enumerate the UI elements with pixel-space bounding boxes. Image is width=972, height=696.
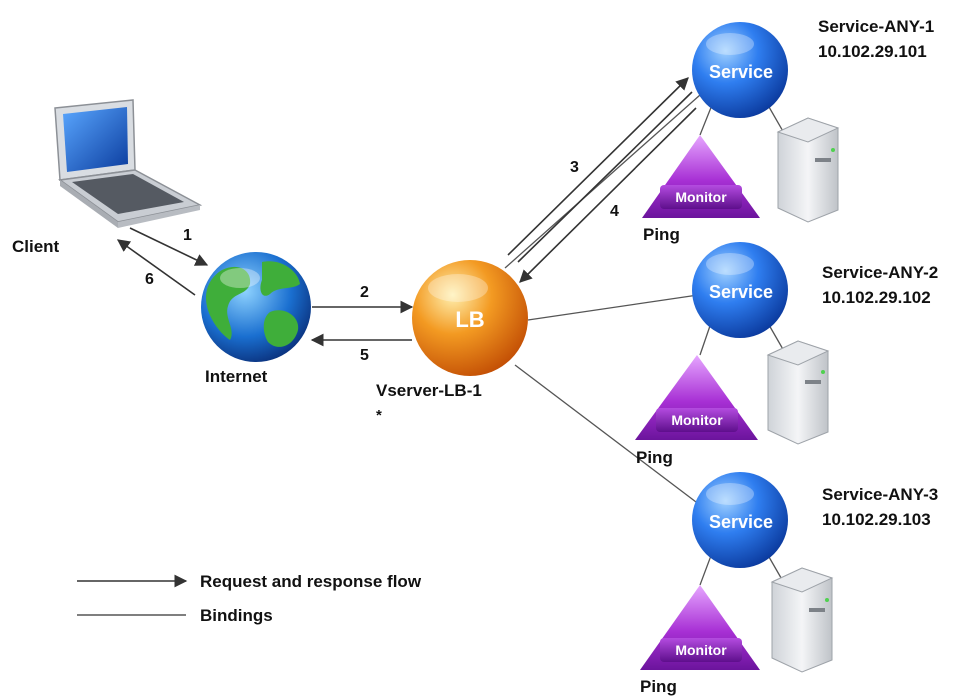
lb-text: LB [455,307,484,332]
legend-bindings-label: Bindings [200,606,273,625]
flow-arrow-1 [129,227,209,266]
monitor-2-label: Monitor [671,412,723,428]
service-1-ip: 10.102.29.101 [818,42,927,61]
internet-globe-icon [201,252,311,362]
server-2-icon [766,340,830,445]
monitor-3-label: Monitor [675,642,727,658]
lb-name: Vserver-LB-1 [376,381,482,400]
ping-1-label: Ping [643,225,680,244]
service-1-sphere [692,22,788,118]
flow-step-1: 1 [183,227,192,244]
legend-flow-label: Request and response flow [200,572,422,591]
service-1-text: Service [709,62,773,82]
client-laptop-icon [54,99,203,228]
lb-sphere [412,260,528,376]
binding-lb-service-1 [504,94,701,269]
server-1-icon [776,117,840,223]
monitor-1-label: Monitor [675,189,727,205]
client-label: Client [12,237,60,256]
service-2-sphere [692,242,788,338]
service-1-name: Service-ANY-1 [818,17,934,36]
lb-note: * [376,407,382,424]
service-2-text: Service [709,282,773,302]
flow-step-5: 5 [360,347,369,364]
flow-step-6: 6 [145,271,154,288]
flow-step-2: 2 [360,284,369,301]
flow-arrows [116,77,697,347]
ping-3-label: Ping [640,677,677,696]
lb-node: LB [412,260,528,376]
service-3-sphere [692,472,788,568]
service-3-name: Service-ANY-3 [822,485,938,504]
flow-step-3: 3 [570,159,579,176]
service-3-text: Service [709,512,773,532]
service-2-name: Service-ANY-2 [822,263,938,282]
binding-lb-service-3 [514,364,701,506]
service-2-ip: 10.102.29.102 [822,288,931,307]
binding-lb-service-2 [527,294,699,321]
service-node-3: Monitor Service [640,472,834,673]
flow-arrow-3b [517,91,693,263]
legend: Request and response flow Bindings [77,572,422,625]
flow-arrow-4 [519,107,697,283]
flow-arrow-6 [116,239,196,296]
service-node-1: Monitor Service [642,22,840,223]
flow-arrow-3a [507,77,689,256]
server-3-icon [770,567,834,673]
internet-label: Internet [205,367,268,386]
service-3-ip: 10.102.29.103 [822,510,931,529]
flow-step-4: 4 [610,203,619,220]
service-node-2: Monitor Service [635,242,830,445]
ping-2-label: Ping [636,448,673,467]
